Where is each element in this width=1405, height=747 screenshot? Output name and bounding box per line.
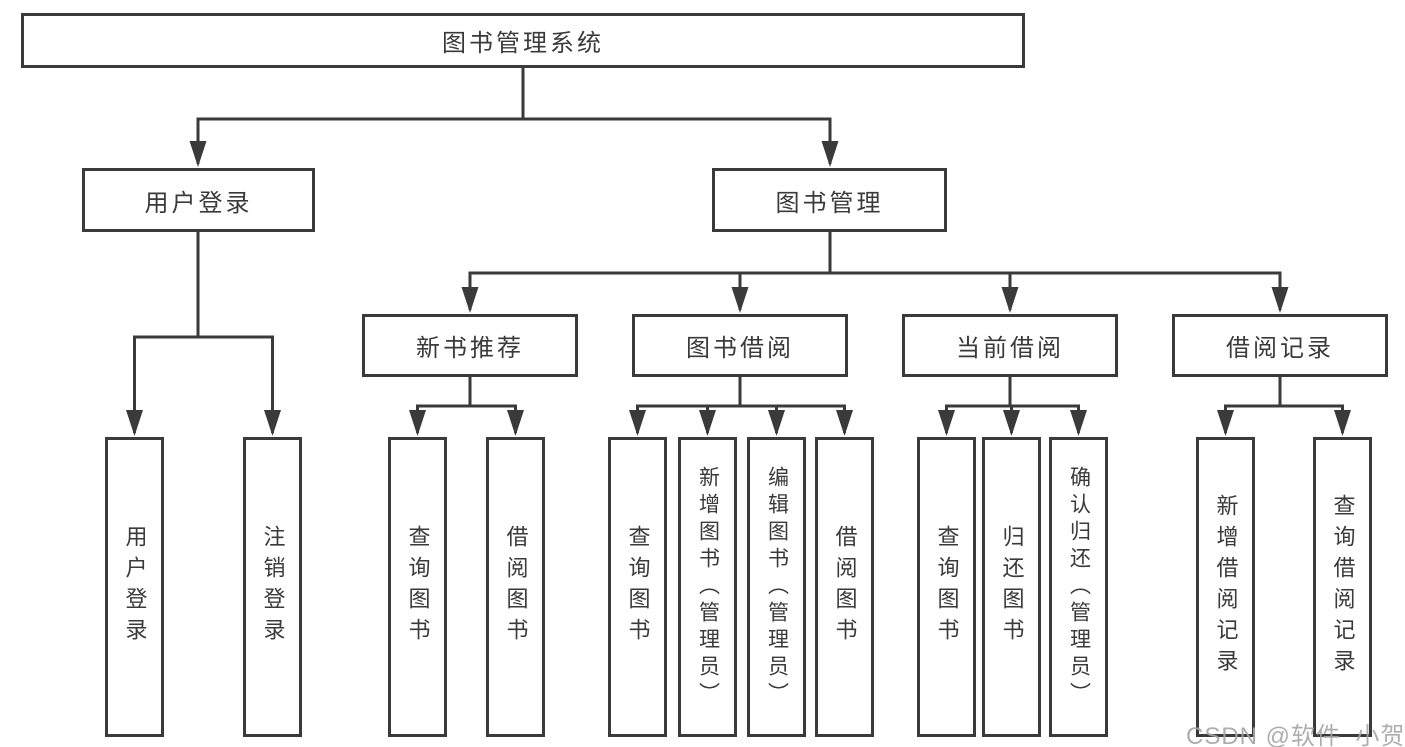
node-new-book-recommendation: 新书推荐 (362, 314, 578, 377)
leaf-current-confirm-return-admin: 确认归还（管理员） (1049, 437, 1108, 737)
leaf-records-query-record: 查询借阅记录 (1313, 437, 1372, 737)
node-borrowing-records: 借阅记录 (1172, 314, 1388, 377)
node-label: 注销登录 (260, 525, 286, 649)
leaf-borrow-borrow-books: 借阅图书 (815, 437, 874, 737)
node-book-management: 图书管理 (712, 168, 947, 232)
node-user-login: 用户登录 (82, 168, 315, 232)
node-label: 查询借阅记录 (1330, 494, 1356, 680)
node-label: 图书借阅 (686, 335, 794, 362)
node-label: 编辑图书（管理员） (765, 465, 789, 709)
leaf-borrow-query-books: 查询图书 (608, 437, 667, 737)
node-label: 借阅记录 (1226, 335, 1334, 362)
node-current-borrowing: 当前借阅 (902, 314, 1118, 377)
leaf-user-login: 用户登录 (105, 437, 164, 737)
node-label: 查询图书 (405, 525, 431, 649)
leaf-borrow-add-books-admin: 新增图书（管理员） (678, 437, 737, 737)
node-root-system: 图书管理系统 (21, 13, 1025, 68)
node-label: 图书管理 (775, 189, 884, 217)
node-book-borrowing: 图书借阅 (632, 314, 848, 377)
csdn-watermark: CSDN @软件_小贺同学 (1186, 723, 1405, 747)
node-label: 新书推荐 (416, 335, 524, 362)
node-label: 用户登录 (144, 189, 253, 217)
node-label: 查询图书 (934, 525, 960, 649)
leaf-rec-borrow-books: 借阅图书 (486, 437, 545, 737)
node-label: 当前借阅 (956, 335, 1064, 362)
node-label: 用户登录 (122, 525, 148, 649)
leaf-current-return-books: 归还图书 (982, 437, 1041, 737)
node-label: 图书管理系统 (442, 30, 604, 57)
node-label: 确认归还（管理员） (1067, 465, 1091, 709)
node-label: 查询图书 (625, 525, 651, 649)
node-label: 新增借阅记录 (1213, 494, 1239, 680)
node-label: 借阅图书 (503, 525, 529, 649)
leaf-current-query-books: 查询图书 (917, 437, 976, 737)
node-label: 归还图书 (999, 525, 1025, 649)
leaf-records-add-record: 新增借阅记录 (1196, 437, 1255, 737)
leaf-borrow-edit-books-admin: 编辑图书（管理员） (747, 437, 806, 737)
leaf-logout: 注销登录 (243, 437, 302, 737)
node-label: 新增图书（管理员） (696, 465, 720, 709)
node-label: 借阅图书 (832, 525, 858, 649)
leaf-rec-query-books: 查询图书 (388, 437, 447, 737)
